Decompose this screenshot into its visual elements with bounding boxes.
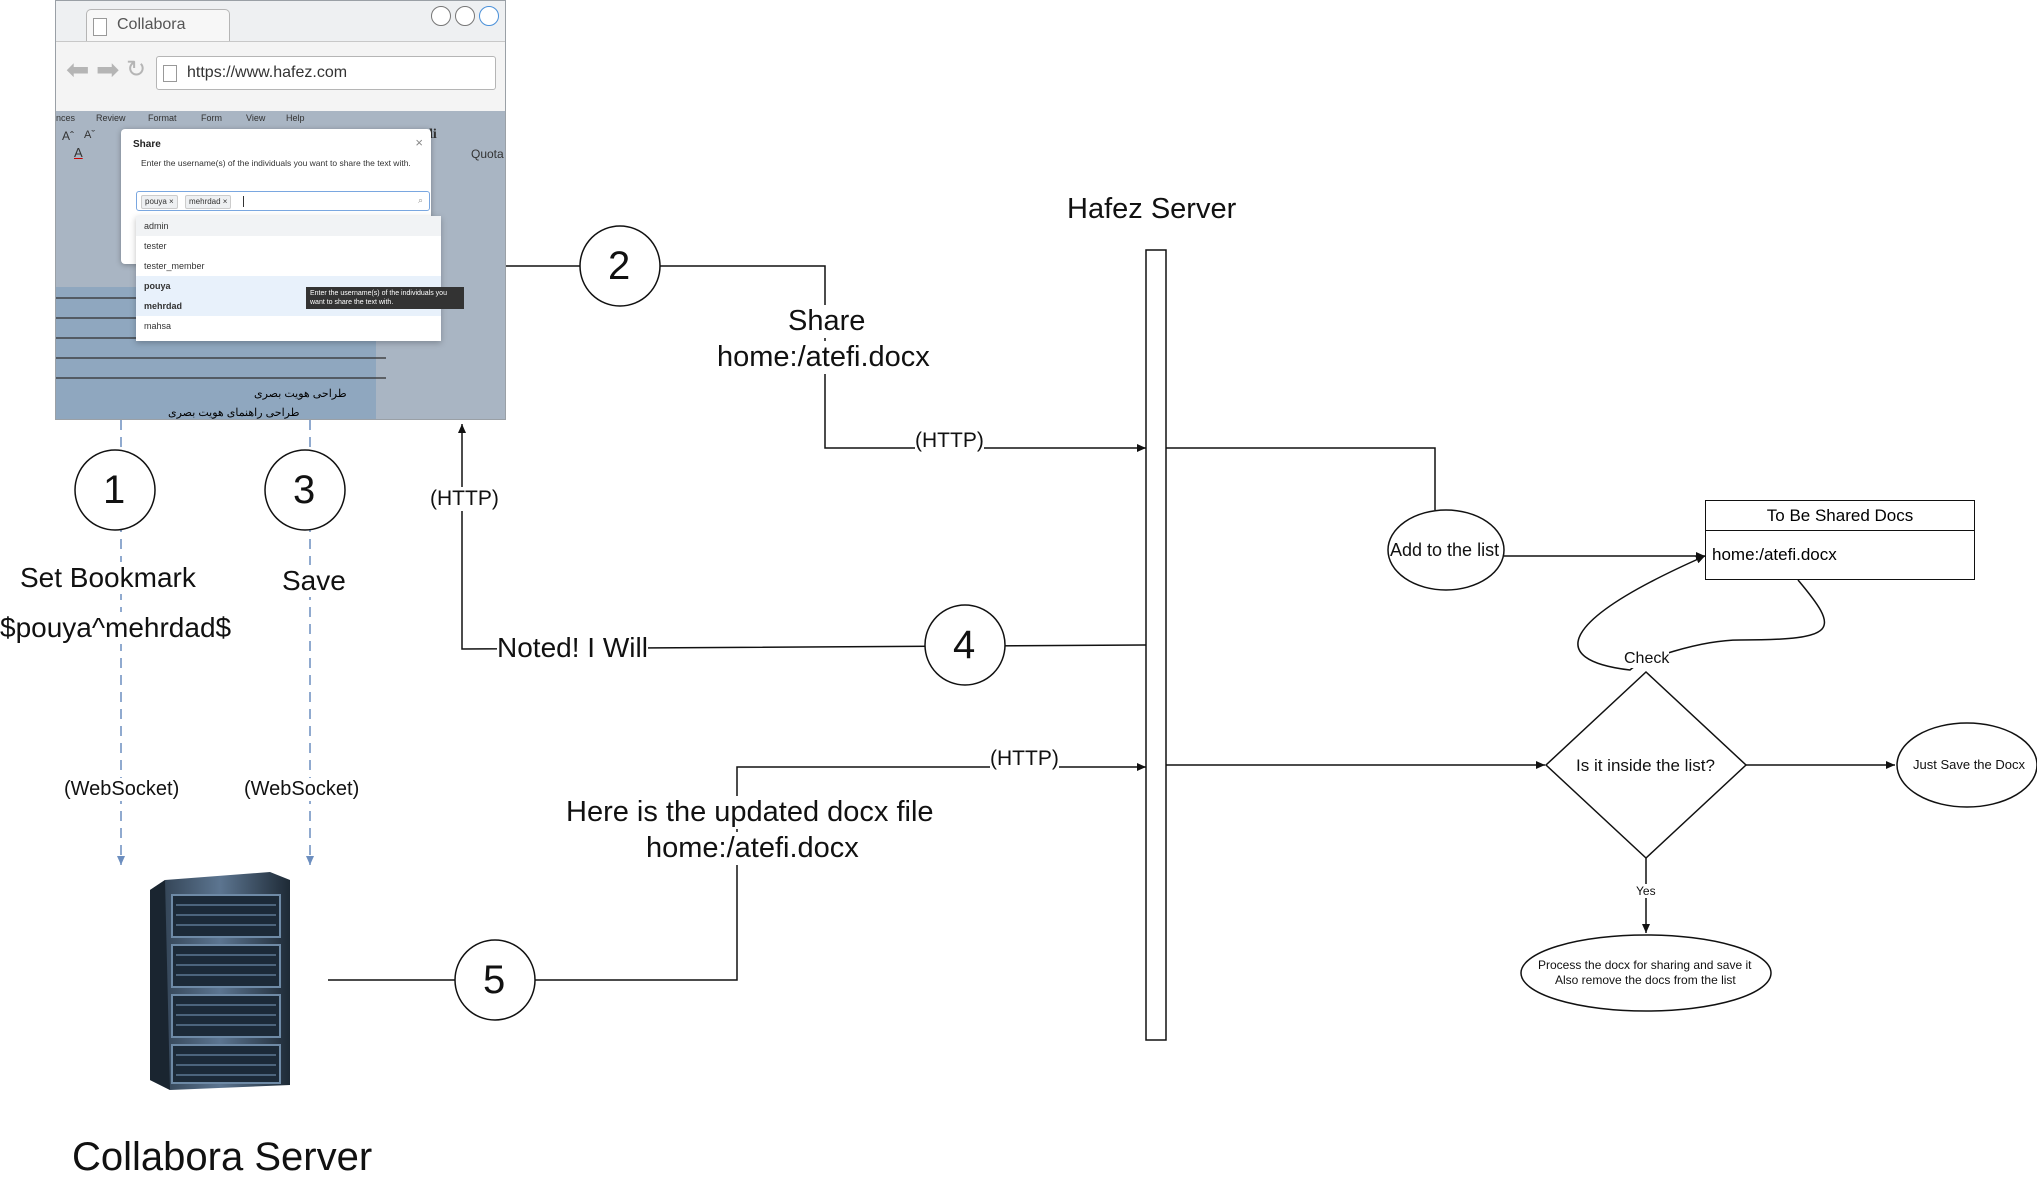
hafez-server-bar xyxy=(1145,249,1167,1041)
tooltip: Enter the username(s) of the individuals… xyxy=(306,287,464,309)
font-shrink-icon[interactable]: Aˇ xyxy=(84,129,95,141)
menu-item[interactable]: nces xyxy=(56,113,76,123)
text-caret xyxy=(243,196,244,207)
to-be-shared-table: To Be Shared Docs home:/atefi.docx xyxy=(1705,500,1975,580)
menu-item[interactable]: View xyxy=(246,113,266,123)
step-number-5: 5 xyxy=(483,958,506,1002)
add-to-list-label: Add to the list xyxy=(1390,540,1500,560)
username-input[interactable]: pouya × mehrdad × ⌕ xyxy=(136,191,430,211)
reload-icon[interactable]: ↻ xyxy=(126,56,147,83)
url-bar[interactable]: https://www.hafez.com xyxy=(156,56,496,90)
list-item[interactable]: mahsa xyxy=(144,321,172,331)
user-suggestion-list: admin tester tester_member pouya mehrdad… xyxy=(136,216,441,341)
page-icon xyxy=(163,65,177,82)
menu-item[interactable]: Form xyxy=(201,113,222,123)
back-arrow-icon[interactable]: ⬅ xyxy=(66,54,90,85)
url-text: https://www.hafez.com xyxy=(187,64,348,81)
style-quote[interactable]: Quota xyxy=(471,147,504,161)
save-label: Save xyxy=(282,565,346,597)
check-label: Check xyxy=(1624,650,1670,668)
window-minimize-button[interactable] xyxy=(455,6,475,26)
step-circle-4 xyxy=(924,604,1006,686)
list-item[interactable]: tester_member xyxy=(144,261,205,271)
browser-tab[interactable]: Collabora xyxy=(86,9,230,41)
share-dialog-title: Share xyxy=(133,139,161,150)
collabora-app-area: nces Review Format Form View Help Aˆ Aˇ … xyxy=(56,111,505,419)
step-number-4: 4 xyxy=(953,623,976,667)
window-maximize-button[interactable] xyxy=(479,6,499,26)
font-size-icon[interactable]: Aˆ xyxy=(62,129,74,143)
share-path-label: home:/atefi.docx xyxy=(717,341,930,374)
connector-noted xyxy=(458,424,1147,650)
connector-add-list xyxy=(1166,447,1436,510)
search-icon: ⌕ xyxy=(417,195,423,205)
document-bullet: طراحی راهنمای هویت بصری xyxy=(168,407,300,419)
browser-tab-title: Collabora xyxy=(117,16,186,33)
share-label: Share xyxy=(788,305,866,338)
text-line xyxy=(56,357,386,359)
collabora-server-label: Collabora Server xyxy=(72,1135,373,1179)
browser-window: Collabora ⬅ ➡ ↻ https://www.hafez.com nc… xyxy=(55,0,506,420)
bookmark-value-label: $pouya^mehrdad$ xyxy=(0,612,232,644)
table-header: To Be Shared Docs xyxy=(1706,501,1974,531)
browser-toolbar: ⬅ ➡ ↻ https://www.hafez.com xyxy=(56,41,505,112)
step-number-2: 2 xyxy=(608,244,631,288)
add-to-list-node xyxy=(1387,509,1505,591)
step-circle-3 xyxy=(264,449,346,531)
step-number-3: 3 xyxy=(293,468,316,512)
websocket-label: (WebSocket) xyxy=(64,778,180,801)
http-label: (HTTP) xyxy=(430,487,499,511)
updated-file-label: Here is the updated docx file xyxy=(566,796,934,829)
menu-item[interactable]: Help xyxy=(286,113,305,123)
forward-arrow-icon[interactable]: ➡ xyxy=(96,54,120,85)
share-dialog-description: Enter the username(s) of the individuals… xyxy=(141,158,411,168)
just-save-node xyxy=(1896,722,2037,808)
list-item[interactable]: admin xyxy=(136,216,441,236)
hafez-server-label: Hafez Server xyxy=(1067,193,1237,225)
just-save-label: Just Save the Docx xyxy=(1913,757,2025,772)
menu-item[interactable]: Review xyxy=(96,113,126,123)
process-node xyxy=(1520,934,1772,1012)
set-bookmark-label: Set Bookmark xyxy=(20,562,196,594)
step-circle-5 xyxy=(454,939,536,1021)
font-color-icon[interactable]: A xyxy=(74,145,83,160)
decision-label: Is it inside the list? xyxy=(1576,756,1715,775)
list-item[interactable]: tester xyxy=(144,241,167,251)
http-label: (HTTP) xyxy=(990,747,1059,771)
yes-label: Yes xyxy=(1636,884,1656,898)
websocket-label: (WebSocket) xyxy=(244,778,360,801)
document-bullet: طراحی هویت بصری xyxy=(254,388,347,400)
step-circle-1 xyxy=(74,449,156,531)
window-close-button[interactable] xyxy=(431,6,451,26)
noted-label: Noted! I Will xyxy=(497,632,648,664)
user-chip[interactable]: pouya × xyxy=(141,195,178,209)
user-chip[interactable]: mehrdad × xyxy=(185,195,232,209)
http-label: (HTTP) xyxy=(915,429,984,453)
updated-path-label: home:/atefi.docx xyxy=(646,832,859,865)
step-number-1: 1 xyxy=(103,468,126,512)
process-label: Also remove the docs from the list xyxy=(1555,973,1736,987)
menu-item[interactable]: Format xyxy=(148,113,177,123)
step-circle-2 xyxy=(579,225,661,307)
collabora-server-icon xyxy=(150,872,290,1090)
process-label: Process the docx for sharing and save it xyxy=(1538,958,1752,972)
text-line xyxy=(56,377,386,379)
collabora-menu-bar: nces Review Format Form View Help xyxy=(56,111,505,125)
close-icon[interactable]: × xyxy=(415,135,423,150)
document-icon xyxy=(93,18,107,36)
